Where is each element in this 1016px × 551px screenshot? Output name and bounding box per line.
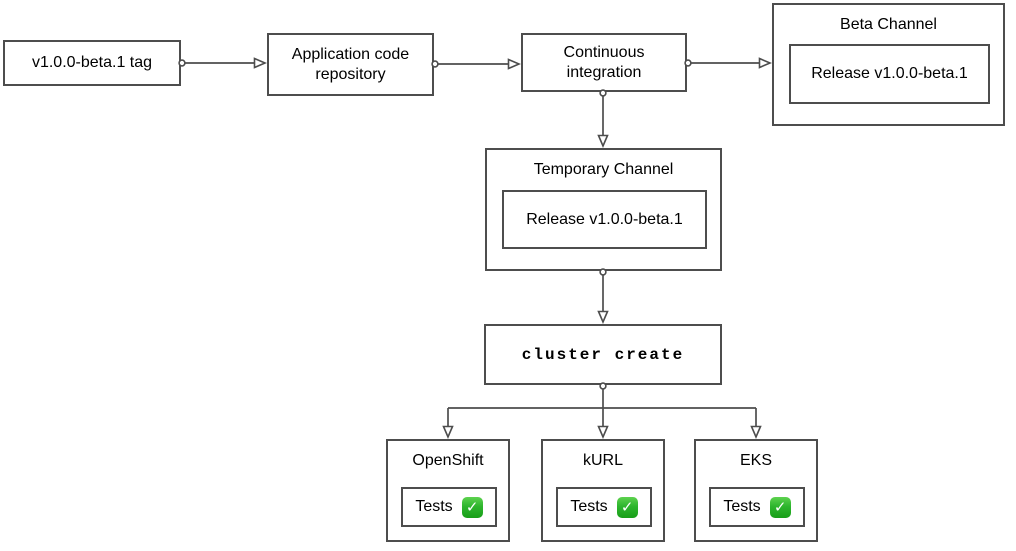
temporary-channel-title: Temporary Channel xyxy=(533,161,674,178)
repository-label: Application code repository xyxy=(291,45,410,83)
check-mark-icon xyxy=(461,496,483,518)
temporary-release-label: Release v1.0.0-beta.1 xyxy=(526,210,683,228)
tests-label: Tests xyxy=(415,498,453,515)
tests-label: Tests xyxy=(723,498,761,515)
kurl-title: kURL xyxy=(582,452,623,469)
version-tag-label: v1.0.0-beta.1 tag xyxy=(31,54,153,71)
check-mark-icon xyxy=(769,496,791,518)
node-cluster-create: cluster create xyxy=(484,324,722,385)
node-temporary-channel: Temporary Channel Release v1.0.0-beta.1 xyxy=(485,148,722,271)
ci-label: Continuous integration xyxy=(563,43,645,81)
eks-title: EKS xyxy=(739,452,772,469)
node-version-tag: v1.0.0-beta.1 tag xyxy=(3,40,181,86)
beta-channel-title: Beta Channel xyxy=(840,16,937,33)
node-eks: EKS Tests xyxy=(694,439,818,542)
openshift-tests-box: Tests xyxy=(401,487,497,527)
beta-release-label: Release v1.0.0-beta.1 xyxy=(811,65,968,82)
openshift-title: OpenShift xyxy=(412,452,484,469)
check-mark-icon xyxy=(616,496,638,518)
node-kurl: kURL Tests xyxy=(541,439,665,542)
node-continuous-integration: Continuous integration xyxy=(521,33,687,92)
tests-label: Tests xyxy=(570,498,608,515)
kurl-tests-box: Tests xyxy=(556,487,652,527)
node-openshift: OpenShift Tests xyxy=(386,439,510,542)
beta-release-box: Release v1.0.0-beta.1 xyxy=(789,44,990,104)
eks-tests-box: Tests xyxy=(709,487,805,527)
cluster-create-label: cluster create xyxy=(521,345,685,364)
node-application-code-repository: Application code repository xyxy=(267,33,434,96)
node-beta-channel: Beta Channel Release v1.0.0-beta.1 xyxy=(772,3,1005,126)
temporary-release-box: Release v1.0.0-beta.1 xyxy=(502,190,707,249)
